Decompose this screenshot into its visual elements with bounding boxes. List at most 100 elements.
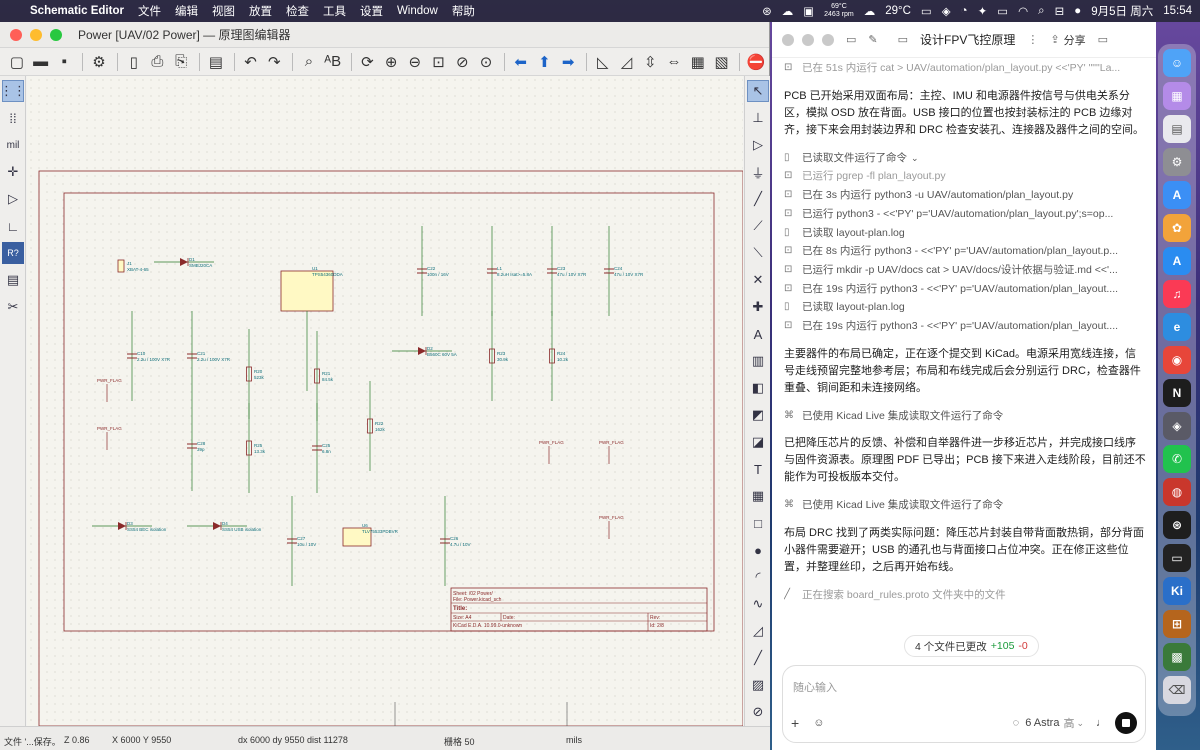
menu-tools[interactable]: 工具 xyxy=(322,6,346,18)
command-item[interactable]: ⊡已在 19s 内运行 python3 - <<'PY' p='UAV/auto… xyxy=(784,280,1146,299)
minimize-window-button[interactable] xyxy=(30,28,42,41)
paste-icon[interactable]: ▤ xyxy=(208,53,223,71)
microphone-icon[interactable]: ♩ xyxy=(1096,717,1107,729)
siri-icon[interactable]: ● xyxy=(1074,5,1082,17)
rotate-cw-icon[interactable]: ◿ xyxy=(620,53,633,71)
mirror-v-icon[interactable]: ⇳ xyxy=(643,53,657,71)
line-angle-icon[interactable]: ∟ xyxy=(6,218,20,234)
refresh-icon[interactable]: ⟳ xyxy=(361,53,374,71)
page-settings-icon[interactable]: ▯ xyxy=(129,53,138,71)
more-icon[interactable]: ⋮ xyxy=(1027,34,1039,46)
search-icon[interactable]: ⌕ xyxy=(1038,4,1045,17)
zoom-fit-icon[interactable]: ⊡ xyxy=(432,53,445,71)
command-item[interactable]: ⊡已在 3s 内运行 python3 -u UAV/automation/pla… xyxy=(784,186,1146,205)
open-folder-icon[interactable]: ▬ xyxy=(33,53,49,70)
redo-icon[interactable]: ↷ xyxy=(267,53,281,71)
display-icon[interactable]: ▭ xyxy=(920,6,932,18)
highlight-net-icon[interactable]: ⊥ xyxy=(752,110,764,125)
add-bezier-icon[interactable]: ∿ xyxy=(752,596,764,611)
undo-icon[interactable]: ↶ xyxy=(244,53,257,71)
agent-zoom-button[interactable] xyxy=(822,33,834,46)
conversation[interactable]: ⊡已在 51s 内运行 cat > UAV/automation/plan_la… xyxy=(772,58,1156,638)
junction-icon[interactable]: ✚ xyxy=(752,299,764,314)
live-tool-group[interactable]: ⌘已使用 Kicad Live 集成读取文件运行了命令 xyxy=(784,407,1146,426)
folder-icon[interactable]: ▭ xyxy=(897,34,909,46)
menubar-date[interactable]: 9月5日 周六 xyxy=(1091,6,1154,18)
navigate-up-icon[interactable]: ⬆ xyxy=(538,53,551,71)
prompt-input[interactable]: 随心输入 + ☺ ◌ 6 Astra 高 ⌄ ♩ xyxy=(782,665,1146,743)
no-connect-icon[interactable]: ✕ xyxy=(752,272,764,287)
menu-edit[interactable]: 编辑 xyxy=(174,6,198,18)
read-files-group[interactable]: ▯已读取文件运行了命令⌄ xyxy=(784,149,1146,168)
dock-system-settings-icon[interactable]: ⚙ xyxy=(1163,148,1191,176)
find-icon[interactable]: ⌕ xyxy=(304,53,314,70)
menubar-time[interactable]: 15:54 xyxy=(1163,5,1192,17)
files-changed-pill[interactable]: 4 个文件已更改 +105 -0 xyxy=(904,635,1039,657)
properties-icon[interactable]: ✂ xyxy=(7,299,19,314)
hierarchy-navigator-icon[interactable]: ▤ xyxy=(6,272,20,287)
thread-title[interactable]: 设计FPV飞控原理 xyxy=(920,33,1016,47)
erc-icon[interactable]: ⛔ xyxy=(746,53,766,71)
add-bus-icon[interactable]: ⟋ xyxy=(753,218,763,233)
command-item[interactable]: ▯已读取 layout-plan.log xyxy=(784,298,1146,317)
menu-inspect[interactable]: 检查 xyxy=(285,6,309,18)
mirror-h-icon[interactable]: ⇔ xyxy=(666,53,682,70)
model-selector[interactable]: 6 Astra xyxy=(1025,717,1060,729)
command-item[interactable]: ⊡已在 19s 内运行 python3 - <<'PY' p='UAV/auto… xyxy=(784,317,1146,336)
dock-gitee-icon[interactable]: ◍ xyxy=(1163,478,1191,506)
agent-close-button[interactable] xyxy=(782,33,794,46)
share-button[interactable]: 分享 xyxy=(1063,34,1086,47)
window-titlebar[interactable]: Power [UAV/02 Power] — 原理图编辑器 xyxy=(0,22,769,48)
rotate-ccw-icon[interactable]: ◺ xyxy=(597,53,609,71)
dock-music-icon[interactable]: ♫ xyxy=(1163,280,1191,308)
schematic-component[interactable]: L18.2uH Isat>=5.8A xyxy=(487,226,532,316)
add-text-icon[interactable]: T xyxy=(754,461,762,477)
reasoning-level[interactable]: 高 xyxy=(1063,718,1075,730)
add-circle-icon[interactable]: ● xyxy=(754,542,762,558)
temperature-label[interactable]: 29°C xyxy=(885,5,911,17)
stop-button[interactable] xyxy=(1115,712,1137,734)
add-rectangle-icon[interactable]: □ xyxy=(754,515,762,531)
new-file-icon[interactable]: ▢ xyxy=(9,53,24,71)
zoom-in-icon[interactable]: ⊕ xyxy=(384,53,398,71)
cloud-icon[interactable]: ☁ xyxy=(781,6,794,18)
add-wire-icon[interactable]: ╱ xyxy=(754,191,762,206)
print-icon[interactable]: ⎙ xyxy=(151,53,164,70)
hidden-pins-icon[interactable]: ▷ xyxy=(8,191,18,206)
net-class-icon[interactable]: ▥ xyxy=(751,353,765,368)
menu-window[interactable]: Window xyxy=(396,5,438,17)
schematic-canvas[interactable]: Sheet: /02 Power/ File: Power.kicad_sch … xyxy=(27,76,743,726)
annotation-icon[interactable]: R? xyxy=(2,242,24,264)
dock-openai-icon[interactable]: ⊛ xyxy=(1163,511,1191,539)
hier-sheet-icon[interactable]: ◪ xyxy=(751,434,765,449)
dock-trash-icon[interactable]: ⌫ xyxy=(1163,676,1191,704)
close-window-button[interactable] xyxy=(10,28,22,41)
dock-wechat-icon[interactable]: ✆ xyxy=(1163,445,1191,473)
dock-pcb-calc-icon[interactable]: ⊞ xyxy=(1163,610,1191,638)
dock-app-store-icon[interactable]: A xyxy=(1163,181,1191,209)
add-line-icon[interactable]: ╱ xyxy=(754,650,762,665)
delete-tool-icon[interactable]: ⊘ xyxy=(752,704,764,719)
plot-icon[interactable]: ⎘ xyxy=(175,53,188,70)
dock-chrome-icon[interactable]: ◉ xyxy=(1163,346,1191,374)
openai-status-icon[interactable]: ⊛ xyxy=(762,6,772,18)
dock-terminal-icon[interactable]: ▭ xyxy=(1163,544,1191,572)
new-chat-icon[interactable]: ✎ xyxy=(868,34,878,46)
pwr-flag[interactable]: PWR_FLAG xyxy=(599,440,624,464)
